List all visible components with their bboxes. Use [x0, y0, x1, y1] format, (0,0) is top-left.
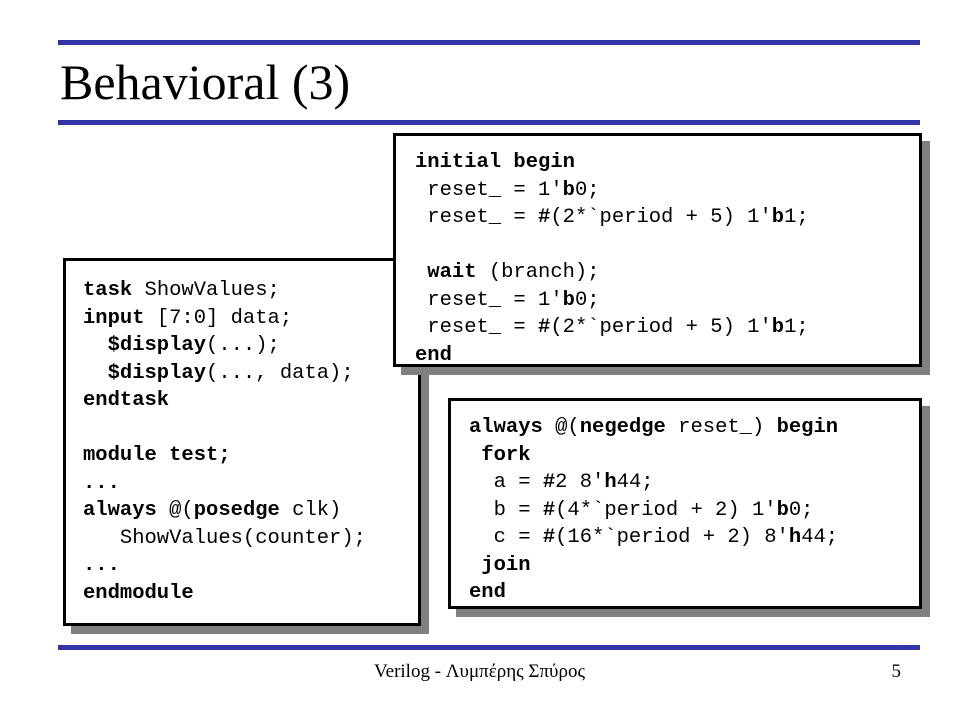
page-title: Behavioral (3): [60, 54, 351, 110]
title-rule-top: [58, 40, 920, 45]
code-text-always-fork: always @(negedge reset_) begin fork a = …: [469, 416, 839, 604]
code-box-task-module: task ShowValues; input [7:0] data; $disp…: [63, 258, 421, 626]
code-box-always-fork: always @(negedge reset_) begin fork a = …: [448, 398, 922, 609]
footer-rule: [58, 645, 920, 650]
footer-page-number: 5: [891, 661, 902, 682]
code-text-initial-begin: initial begin reset_ = 1'b0; reset_ = #(…: [415, 151, 809, 367]
footer-author: Verilog - Λυμπέρης Σπύρος: [374, 661, 585, 682]
code-text-task-module: task ShowValues; input [7:0] data; $disp…: [83, 279, 366, 605]
code-box-initial-begin: initial begin reset_ = 1'b0; reset_ = #(…: [393, 133, 922, 367]
title-rule-bottom: [58, 120, 920, 125]
